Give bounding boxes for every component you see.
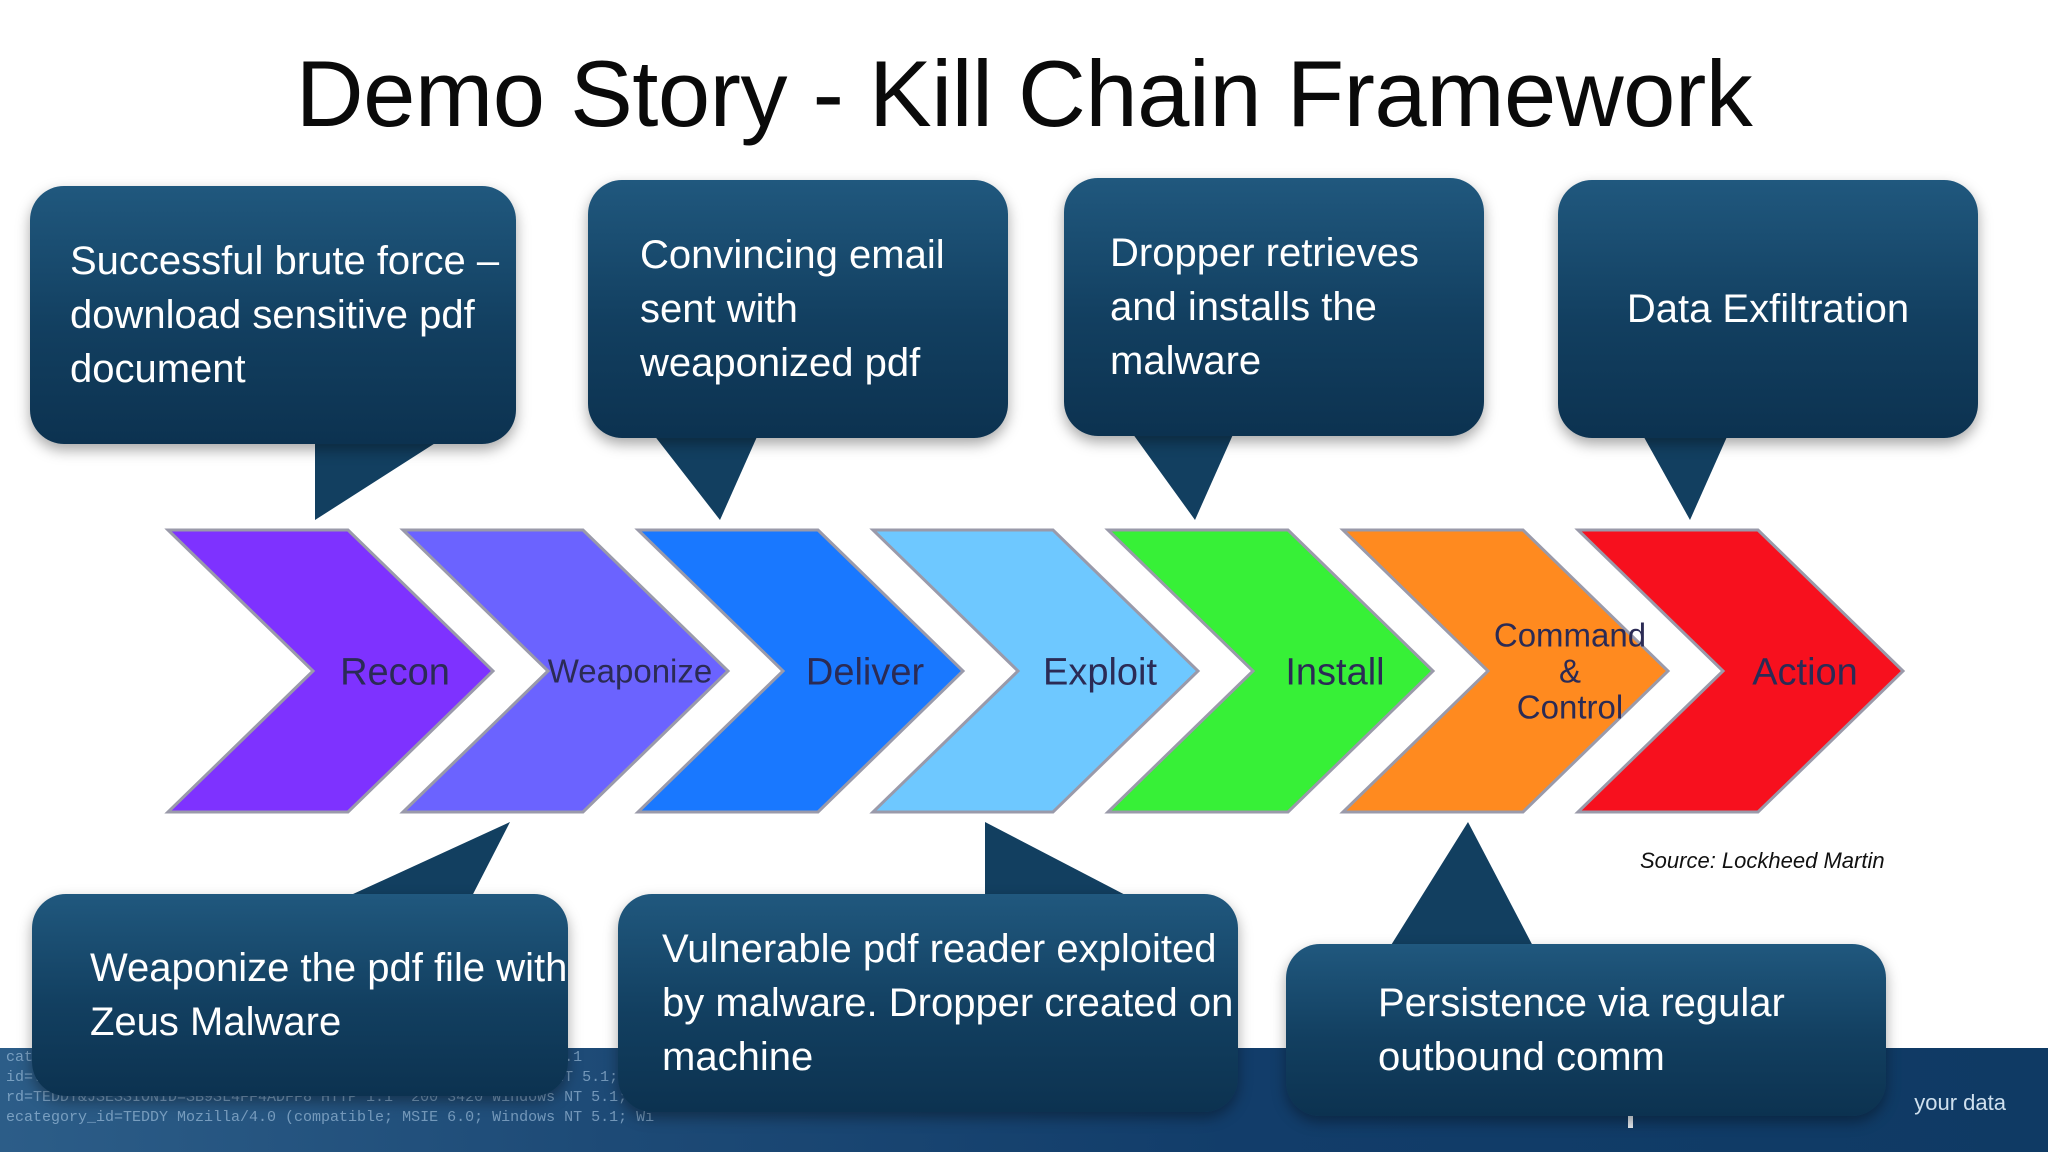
chevron-stage-5 — [1104, 528, 1436, 814]
chevron-stage-7 — [1574, 528, 1906, 814]
chevron-stage-3 — [634, 528, 966, 814]
slide-title: Demo Story - Kill Chain Framework — [295, 41, 1753, 146]
callout-deliver-text: Convincing email sent with weaponized pd… — [640, 233, 945, 385]
chevron-stage-4 — [869, 528, 1201, 814]
callout-command-control-text: Persistence via regular outbound comm — [1378, 981, 1785, 1079]
chevron-label-2: Weaponize — [548, 653, 713, 690]
exploit-pointer — [985, 822, 1135, 900]
command-control-pointer — [1388, 822, 1535, 950]
callout-recon-text: Successful brute force – download sensit… — [70, 239, 500, 391]
callout-action-text: Data Exfiltration — [1626, 287, 1910, 331]
chevron-label-1: Recon — [340, 651, 450, 693]
callout-recon: Successful brute force – download sensit… — [30, 186, 516, 444]
callout-weaponize-text: Weaponize the pdf file with Zeus Malware — [90, 946, 568, 1044]
deliver-pointer — [650, 430, 760, 520]
banner-tagline: your data — [1914, 1090, 2006, 1115]
callout-exploit: Vulnerable pdf reader exploited by malwa… — [618, 894, 1238, 1112]
banner-logo-mark — [1628, 1110, 1633, 1128]
action-pointer — [1640, 430, 1730, 520]
callout-action: Data Exfiltration — [1558, 180, 1978, 438]
chevron-stage-1 — [164, 528, 496, 814]
callout-exploit-text: Vulnerable pdf reader exploited by malwa… — [662, 927, 1234, 1079]
chevron-label-3: Deliver — [806, 651, 925, 693]
callout-command-control: Persistence via regular outbound comm — [1286, 944, 1886, 1116]
install-pointer — [1130, 430, 1235, 520]
weaponize-pointer — [340, 822, 510, 900]
chevron-stage-2 — [399, 528, 731, 814]
callout-install: Dropper retrieves and installs the malwa… — [1064, 178, 1484, 436]
callout-deliver: Convincing email sent with weaponized pd… — [588, 180, 1008, 438]
chevron-label-4: Exploit — [1043, 651, 1157, 693]
recon-pointer — [315, 430, 440, 520]
chevron-label-6: Command&Control — [1494, 617, 1646, 726]
chevron-label-7: Action — [1752, 651, 1858, 693]
log-line: ecategory_id=TEDDY Mozilla/4.0 (compatib… — [6, 1109, 655, 1126]
chevron-stage-6 — [1339, 528, 1671, 814]
source-credit: Source: Lockheed Martin — [1640, 848, 1885, 873]
chevron-label-5: Install — [1285, 651, 1384, 693]
callout-weaponize: Weaponize the pdf file with Zeus Malware — [32, 894, 568, 1096]
callout-install-text: Dropper retrieves and installs the malwa… — [1110, 231, 1420, 383]
